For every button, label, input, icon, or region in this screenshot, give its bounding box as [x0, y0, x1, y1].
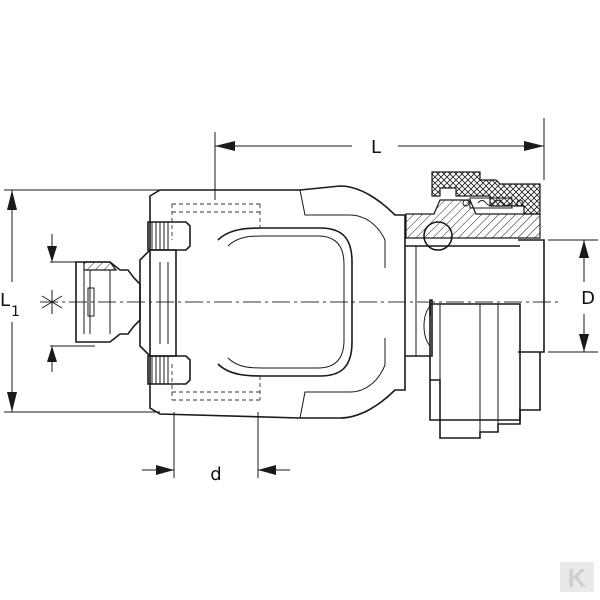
dimension-L1: L 1 [0, 190, 20, 412]
extension-lines [4, 118, 598, 478]
spline-hub [75, 261, 141, 343]
spline-star-icon [41, 290, 63, 314]
cross-journal [139, 249, 177, 357]
kramp-watermark-logo: K [560, 562, 594, 593]
yoke-body [149, 185, 406, 419]
watermark-letter: K [568, 563, 587, 593]
locking-collar [405, 171, 541, 239]
dimension-D-label: D [581, 288, 595, 309]
bearing-cup-bottom [147, 355, 191, 385]
bearing-cup-top [147, 221, 191, 251]
push-pin-housing [423, 239, 545, 439]
dimension-L-label: L [371, 137, 381, 158]
dimension-L1-label: L [0, 290, 10, 311]
dimension-d: d [142, 464, 290, 485]
main-shaft [405, 245, 520, 357]
dimension-d-label: d [210, 464, 221, 485]
dimension-L1-subscript: 1 [11, 304, 20, 320]
dimension-D: D [579, 240, 595, 352]
dimension-spline [41, 234, 63, 372]
dimension-L: L [215, 137, 544, 158]
